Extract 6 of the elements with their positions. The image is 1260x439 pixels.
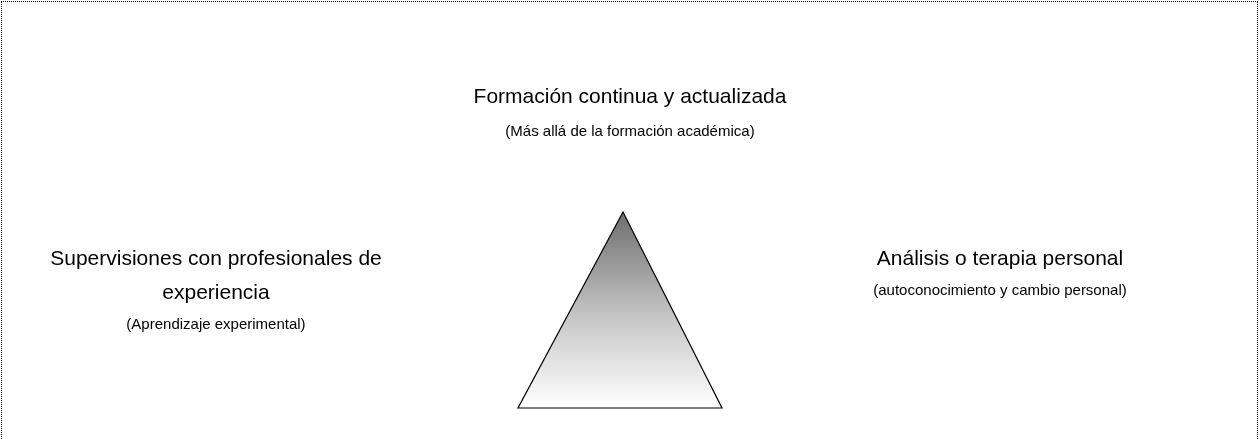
subtitle-text: (autoconocimiento y cambio personal) <box>872 280 1128 300</box>
heading-text: Análisis o terapia personal <box>875 245 1125 271</box>
subtitle-text: (Aprendizaje experimental) <box>125 314 307 334</box>
heading-text: Supervisiones con profesionales de experiencia <box>49 245 383 305</box>
heading-text: Formación continua y actualizada <box>472 83 788 109</box>
subtitle-text: (Más allá de la formación académica) <box>504 121 756 141</box>
